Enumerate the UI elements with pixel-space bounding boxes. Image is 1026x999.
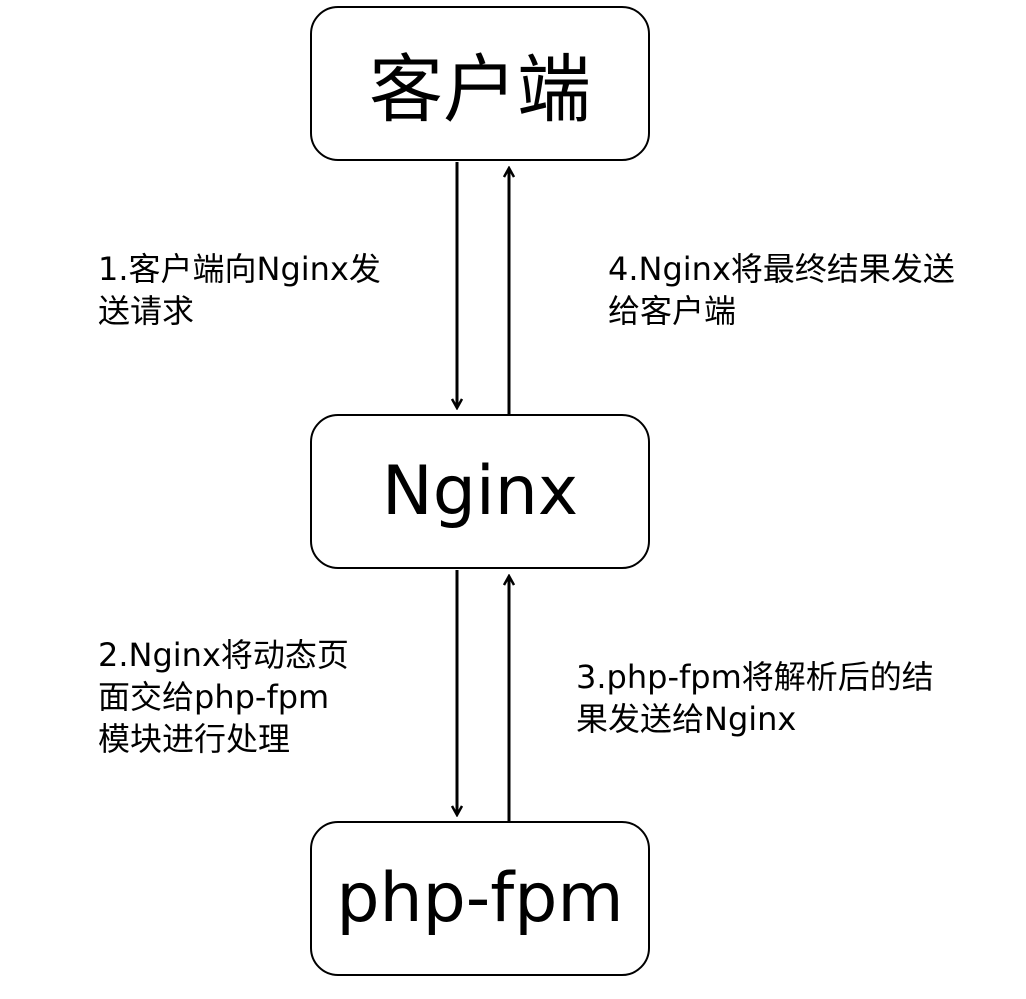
step2-label-line: 2.Nginx将动态页: [98, 636, 349, 674]
client-node-label: 客户端: [369, 47, 591, 133]
step1-label-line: 送请求: [98, 292, 195, 330]
step3-label-line: 3.php-fpm将解析后的结: [576, 658, 934, 696]
step1-label: 1.客户端向Nginx发 送请求: [98, 248, 381, 332]
phpfpm-node: php-fpm: [310, 821, 650, 976]
nginx-node-label: Nginx: [381, 452, 579, 531]
step4-label-line: 给客户端: [608, 292, 737, 330]
step3-label: 3.php-fpm将解析后的结 果发送给Nginx: [576, 656, 934, 740]
step4-label-line: 4.Nginx将最终结果发送: [608, 250, 955, 288]
step1-label-line: 1.客户端向Nginx发: [98, 250, 381, 288]
step4-label: 4.Nginx将最终结果发送 给客户端: [608, 248, 955, 332]
phpfpm-node-label: php-fpm: [336, 859, 624, 938]
step2-label-line: 面交给php-fpm: [98, 678, 330, 716]
step3-label-line: 果发送给Nginx: [576, 700, 797, 738]
nginx-node: Nginx: [310, 414, 650, 569]
client-node: 客户端: [310, 6, 650, 161]
step2-label-line: 模块进行处理: [98, 720, 291, 758]
step2-label: 2.Nginx将动态页 面交给php-fpm 模块进行处理: [98, 634, 349, 760]
